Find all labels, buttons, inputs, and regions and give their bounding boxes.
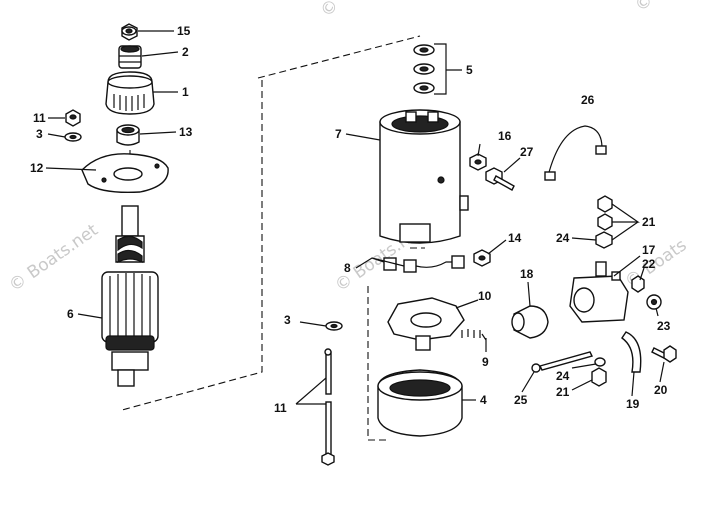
- part-7-frame-field-assembly[interactable]: [379, 109, 469, 244]
- part-18-boot[interactable]: [511, 305, 549, 339]
- callout-27: 27: [520, 145, 534, 159]
- watermark-top: © Boats.net: [317, 0, 386, 21]
- part-20-bolt[interactable]: [651, 345, 677, 363]
- callout-23: 23: [657, 319, 671, 333]
- callout-21-lower: 21: [556, 385, 570, 399]
- part-3-washer[interactable]: [64, 132, 82, 142]
- part-5-washers[interactable]: [413, 44, 435, 94]
- part-1-drive-pinion[interactable]: [105, 71, 155, 115]
- callout-4: 4: [480, 393, 487, 407]
- callout-26: 26: [581, 93, 595, 107]
- callout-11-lower: 11: [274, 401, 287, 415]
- callout-16: 16: [498, 129, 512, 143]
- callout-14: 14: [508, 231, 522, 245]
- callout-1: 1: [182, 85, 189, 99]
- part-2-spring[interactable]: [118, 45, 142, 69]
- part-19-bracket[interactable]: [621, 331, 642, 373]
- callout-numbers: 15 2 1 11 3 13 12 6 5 26 7 16 27 21 24 1…: [30, 24, 671, 415]
- assembly-dashed-lines: [121, 35, 425, 441]
- callout-2: 2: [182, 45, 189, 59]
- part-12-end-cap[interactable]: [81, 153, 169, 194]
- callout-24-top: 24: [556, 231, 570, 245]
- part-24-washer[interactable]: [595, 231, 613, 249]
- part-11-through-bolts[interactable]: [321, 348, 335, 466]
- part-17-solenoid[interactable]: [569, 261, 629, 323]
- part-27-screw[interactable]: [485, 167, 515, 191]
- callout-3-top: 3: [36, 127, 43, 141]
- part-21-lower-nut[interactable]: [591, 367, 607, 387]
- callout-25: 25: [514, 393, 528, 407]
- part-4-end-cap[interactable]: [377, 369, 463, 437]
- part-26-cable[interactable]: [544, 125, 607, 181]
- callout-9: 9: [482, 355, 489, 369]
- part-23-washer[interactable]: [646, 294, 662, 310]
- callout-18: 18: [520, 267, 534, 281]
- callout-3-lower: 3: [284, 313, 291, 327]
- leader-lines: [45, 30, 665, 405]
- part-15-nut[interactable]: [121, 23, 138, 41]
- callout-11-top: 11: [33, 111, 46, 125]
- callout-21-top: 21: [642, 215, 656, 229]
- part-11-lock-nut[interactable]: [65, 109, 81, 127]
- callout-15: 15: [177, 24, 191, 38]
- callout-8: 8: [344, 261, 351, 275]
- part-10-brush-holder[interactable]: [387, 297, 465, 351]
- callout-6: 6: [67, 307, 74, 321]
- callout-19: 19: [626, 397, 640, 411]
- part-6-armature[interactable]: [101, 205, 159, 387]
- callout-24-lower: 24: [556, 369, 570, 383]
- watermark-left: © Boats.net: [5, 220, 102, 296]
- part-25-link[interactable]: [531, 351, 594, 373]
- watermark-top-right: © Boats: [631, 0, 700, 16]
- callout-22: 22: [642, 257, 656, 271]
- part-24-lower-washer[interactable]: [594, 357, 606, 367]
- part-13-bushing[interactable]: [116, 124, 140, 146]
- part-14-nut[interactable]: [473, 249, 491, 267]
- callout-17: 17: [642, 243, 656, 257]
- part-21-nuts[interactable]: [597, 195, 613, 231]
- callout-5: 5: [466, 63, 473, 77]
- callout-7: 7: [335, 127, 342, 141]
- callout-12: 12: [30, 161, 44, 175]
- callout-10: 10: [478, 289, 492, 303]
- part-3-lower-washer[interactable]: [325, 321, 343, 331]
- part-22-nut[interactable]: [631, 275, 645, 293]
- callout-20: 20: [654, 383, 668, 397]
- part-16-washer[interactable]: [469, 153, 487, 171]
- callout-13: 13: [179, 125, 193, 139]
- part-9-screws[interactable]: [461, 329, 481, 338]
